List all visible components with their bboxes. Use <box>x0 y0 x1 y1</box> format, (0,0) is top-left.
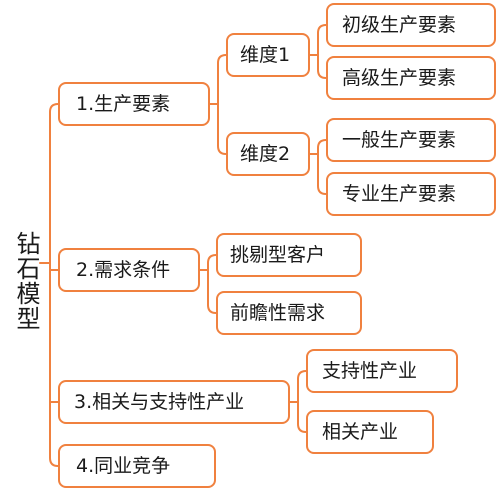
root-connector <box>39 103 59 467</box>
dimension-1-node[interactable]: 维度1 <box>226 33 310 77</box>
dimension-label: 维度2 <box>240 142 291 165</box>
branch-production-factors[interactable]: 1.生产要素 <box>58 82 210 126</box>
dimension-2-node[interactable]: 维度2 <box>226 132 310 176</box>
branch-related-supporting-industries[interactable]: 3.相关与支持性产业 <box>58 380 290 424</box>
leaf-label: 相关产业 <box>322 420 399 443</box>
leaf-specialized-factors[interactable]: 专业生产要素 <box>326 172 496 216</box>
leaf-label: 一般生产要素 <box>342 128 457 151</box>
branch-industry-competition[interactable]: 4.同业竞争 <box>58 444 216 488</box>
leaf-primary-factors[interactable]: 初级生产要素 <box>326 3 496 47</box>
branch-label: 1.生产要素 <box>76 92 171 115</box>
leaf-related-industries[interactable]: 相关产业 <box>306 410 434 454</box>
leaf-label: 支持性产业 <box>322 359 418 382</box>
branch-label: 4.同业竞争 <box>76 454 171 477</box>
dim2-connector <box>309 139 327 195</box>
leaf-demanding-customers[interactable]: 挑剔型客户 <box>216 233 362 277</box>
leaf-label: 初级生产要素 <box>342 13 457 36</box>
leaf-advanced-factors[interactable]: 高级生产要素 <box>326 56 496 100</box>
branch-demand-conditions[interactable]: 2.需求条件 <box>58 248 200 292</box>
leaf-label: 挑剔型客户 <box>230 243 326 266</box>
branch1-connector <box>209 54 227 155</box>
branch2-connector <box>199 254 217 314</box>
dimension-label: 维度1 <box>240 43 291 66</box>
leaf-label: 专业生产要素 <box>342 182 457 205</box>
leaf-label: 前瞻性需求 <box>230 301 326 324</box>
leaf-supporting-industries[interactable]: 支持性产业 <box>306 349 458 393</box>
branch-label: 2.需求条件 <box>76 258 171 281</box>
branch-label: 3.相关与支持性产业 <box>74 390 245 413</box>
leaf-forward-demand[interactable]: 前瞻性需求 <box>216 291 362 335</box>
branch3-connector <box>289 370 307 433</box>
leaf-label: 高级生产要素 <box>342 66 457 89</box>
root-title: 钻石模型 <box>12 231 40 331</box>
dim1-connector <box>309 24 327 79</box>
leaf-general-factors[interactable]: 一般生产要素 <box>326 118 496 162</box>
